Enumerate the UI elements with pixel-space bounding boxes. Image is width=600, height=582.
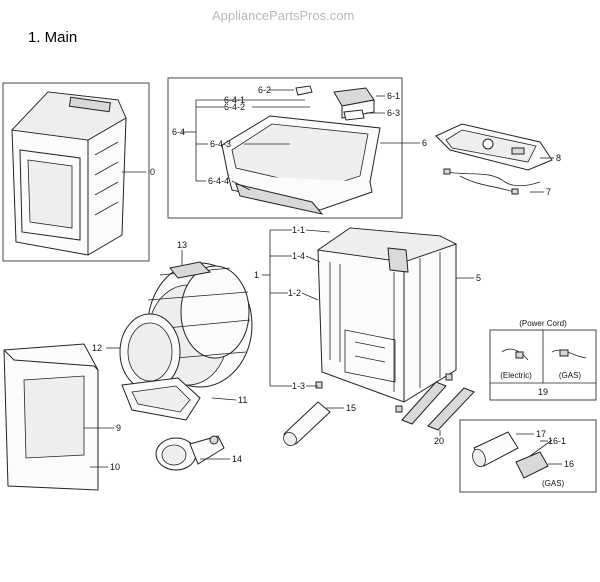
part-20-base-rails[interactable]: 20 — [401, 381, 475, 446]
callout-19: 19 — [538, 387, 548, 397]
callout-15: 15 — [346, 403, 356, 413]
part-11-drum-supports[interactable]: 11 — [121, 377, 247, 421]
callout-14: 14 — [232, 454, 242, 464]
callout-17: 17 — [536, 429, 546, 439]
part-13-drum-assembly[interactable]: 13 — [145, 240, 253, 388]
part-16-17-gas-box[interactable]: 17 16-1 16 (GAS) — [459, 419, 597, 493]
callout-6-2: 6-2 — [258, 85, 271, 95]
part-19-power-cord-box[interactable]: (Power Cord) (Electric) (GAS) 19 — [489, 319, 597, 401]
callout-6-3: 6-3 — [387, 108, 400, 118]
part-0-frame — [2, 82, 150, 262]
part-15-exhaust-duct[interactable]: 15 — [281, 401, 356, 448]
callout-1: 1 — [254, 270, 259, 280]
part-6-top-panel-group[interactable]: 6-2 6-1 6-3 6 6-4-1 6-4-2 6-4 6-4-3 6-4-… — [167, 77, 427, 219]
power-cord-gas-label: (GAS) — [559, 371, 582, 380]
callout-1-3: 1-3 — [292, 381, 305, 391]
callout-0: 0 — [150, 167, 155, 177]
page-title: 1. Main — [28, 29, 77, 46]
callout-16-1: 16-1 — [548, 436, 566, 446]
callout-6-4-4: 6-4-4 — [208, 176, 229, 186]
callout-6-4-1: 6-4-1 — [224, 95, 245, 105]
callout-1-1: 1-1 — [292, 225, 305, 235]
callout-6-1: 6-1 — [387, 91, 400, 101]
gas-box-frame — [459, 419, 597, 493]
watermark: AppliancePartsPros.com — [212, 8, 354, 23]
part-7-wire-harness[interactable]: 7 — [443, 168, 551, 197]
part-8-control-panel[interactable]: 8 — [435, 123, 561, 171]
part-12-drum-front[interactable]: 12 — [92, 313, 181, 391]
callout-16: 16 — [564, 459, 574, 469]
callout-20: 20 — [434, 436, 444, 446]
part-9-door-glass[interactable]: 9 — [23, 375, 121, 459]
callout-6-4-2: 6-4-2 — [224, 102, 245, 112]
callout-13: 13 — [177, 240, 187, 250]
callout-9: 9 — [116, 423, 121, 433]
power-cord-electric-label: (Electric) — [500, 371, 532, 380]
callout-6-4: 6-4 — [172, 127, 185, 137]
power-cord-heading: (Power Cord) — [519, 319, 567, 328]
callout-6-4-3: 6-4-3 — [210, 139, 231, 149]
callout-8: 8 — [556, 153, 561, 163]
callout-1-2: 1-2 — [288, 288, 301, 298]
gas-box-gas-label: (GAS) — [542, 479, 565, 488]
callout-7: 7 — [546, 187, 551, 197]
part-6-frame — [167, 77, 403, 219]
callout-12: 12 — [92, 343, 102, 353]
part-1-cabinet-assembly[interactable]: 1 1-1 1-4 1-2 1-3 5 — [254, 225, 481, 413]
part-14-blower-housing[interactable]: 14 — [155, 435, 242, 471]
callout-6: 6 — [422, 138, 427, 148]
callout-5: 5 — [476, 273, 481, 283]
callout-11: 11 — [238, 395, 247, 405]
callout-10: 10 — [110, 462, 120, 472]
part-0-dryer-assembly[interactable]: 0 — [2, 82, 155, 262]
callout-1-4: 1-4 — [292, 251, 305, 261]
